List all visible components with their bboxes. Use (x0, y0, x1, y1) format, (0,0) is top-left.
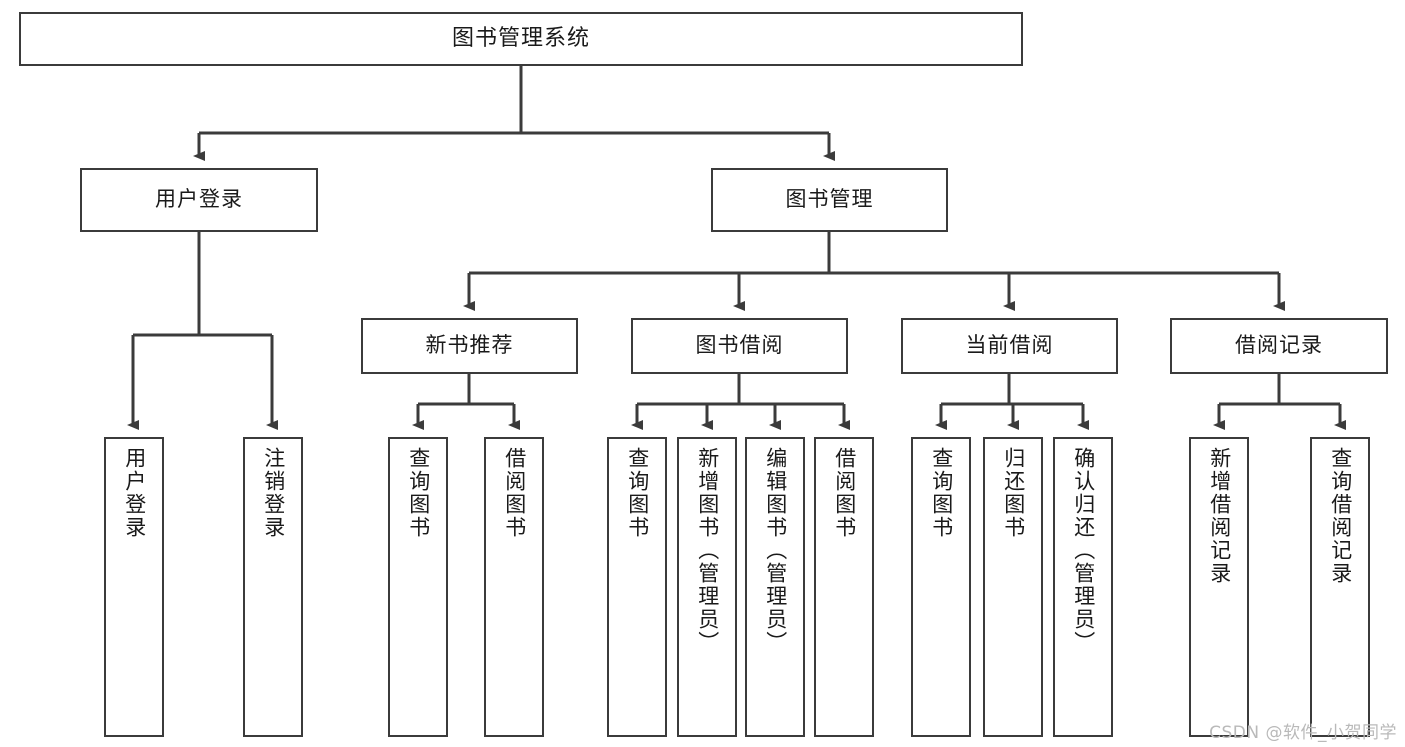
node-book-borrow[interactable]: 图书借阅 (631, 318, 848, 374)
leaf-label: 注销登录 (261, 447, 286, 539)
leaf-label: 确认归还（管理员） (1071, 447, 1096, 654)
leaf-logout[interactable]: 注销登录 (243, 437, 303, 737)
node-borrow-record-label: 借阅记录 (1235, 333, 1323, 358)
leaf-query-book-current[interactable]: 查询图书 (911, 437, 971, 737)
node-borrow-record[interactable]: 借阅记录 (1170, 318, 1388, 374)
node-root-label: 图书管理系统 (451, 25, 590, 51)
leaf-add-book-admin[interactable]: 新增图书（管理员） (677, 437, 737, 737)
leaf-query-borrow-record[interactable]: 查询借阅记录 (1310, 437, 1370, 737)
leaf-label: 查询图书 (625, 447, 650, 539)
leaf-label: 查询图书 (406, 447, 431, 539)
node-new-book-recommend[interactable]: 新书推荐 (361, 318, 578, 374)
leaf-label: 查询图书 (929, 447, 954, 539)
leaf-confirm-return-admin[interactable]: 确认归还（管理员） (1053, 437, 1113, 737)
leaf-label: 新增图书（管理员） (695, 447, 720, 654)
leaf-label: 用户登录 (122, 447, 147, 539)
leaf-query-book-borrow[interactable]: 查询图书 (607, 437, 667, 737)
watermark: CSDN @软件_小贺同学 (1209, 723, 1397, 743)
leaf-borrow-book-recommend[interactable]: 借阅图书 (484, 437, 544, 737)
node-book-management-label: 图书管理 (785, 187, 874, 212)
node-root[interactable]: 图书管理系统 (19, 12, 1023, 66)
leaf-return-book[interactable]: 归还图书 (983, 437, 1043, 737)
leaf-query-book-recommend[interactable]: 查询图书 (388, 437, 448, 737)
node-user-login-label: 用户登录 (155, 187, 243, 212)
leaf-label: 借阅图书 (832, 447, 857, 539)
leaf-label: 编辑图书（管理员） (763, 447, 788, 654)
node-new-book-recommend-label: 新书推荐 (425, 333, 514, 358)
leaf-label: 借阅图书 (502, 447, 527, 539)
leaf-edit-book-admin[interactable]: 编辑图书（管理员） (745, 437, 805, 737)
leaf-borrow-book[interactable]: 借阅图书 (814, 437, 874, 737)
node-user-login[interactable]: 用户登录 (80, 168, 318, 232)
node-book-management[interactable]: 图书管理 (711, 168, 948, 232)
leaf-label: 归还图书 (1001, 447, 1026, 539)
node-current-borrow[interactable]: 当前借阅 (901, 318, 1118, 374)
leaf-label: 查询借阅记录 (1328, 447, 1353, 585)
leaf-user-login[interactable]: 用户登录 (104, 437, 164, 737)
node-book-borrow-label: 图书借阅 (695, 333, 784, 358)
leaf-add-borrow-record[interactable]: 新增借阅记录 (1189, 437, 1249, 737)
leaf-label: 新增借阅记录 (1207, 447, 1232, 585)
node-current-borrow-label: 当前借阅 (965, 333, 1054, 358)
